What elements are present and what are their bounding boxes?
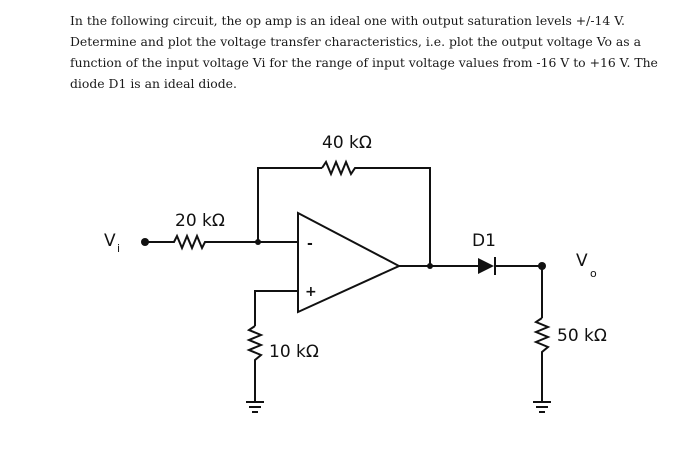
- problem-line-1: In the following circuit, the op amp is …: [70, 13, 625, 28]
- output-voltage-subscript: o: [590, 267, 597, 280]
- feedback-wire-left: [257, 167, 322, 242]
- input-voltage-subscript: i: [117, 242, 120, 255]
- ground-symbol-right: [533, 401, 551, 413]
- output-voltage-label: V: [576, 251, 588, 271]
- op-amp-triangle: [297, 211, 402, 314]
- feedback-resistor-label: 40 kΩ: [322, 133, 372, 153]
- noninverting-sign: +: [305, 284, 317, 300]
- inverting-sign: -: [307, 236, 313, 252]
- problem-line-4: diode D1 is an ideal diode.: [70, 76, 237, 91]
- load-resistor-label: 50 kΩ: [557, 326, 607, 346]
- input-resistor-label: 20 kΩ: [175, 211, 225, 231]
- ground-resistor-label: 10 kΩ: [269, 342, 319, 362]
- problem-line-3: function of the input voltage Vi for the…: [70, 55, 658, 70]
- diode-d1: [478, 257, 496, 275]
- ground-symbol-left: [246, 401, 264, 413]
- diode-label: D1: [472, 231, 496, 251]
- problem-statement: In the following circuit, the op amp is …: [70, 10, 670, 94]
- load-resistor-50k: [533, 317, 551, 402]
- feedback-resistor-40k: [321, 159, 431, 266]
- output-node-dot: [427, 263, 433, 269]
- input-resistor-20k: [145, 233, 258, 251]
- input-voltage-label: V: [104, 231, 116, 251]
- ground-resistor-10k: [246, 325, 264, 402]
- noninverting-input-wire: [254, 290, 298, 326]
- problem-line-2: Determine and plot the voltage transfer …: [70, 34, 641, 49]
